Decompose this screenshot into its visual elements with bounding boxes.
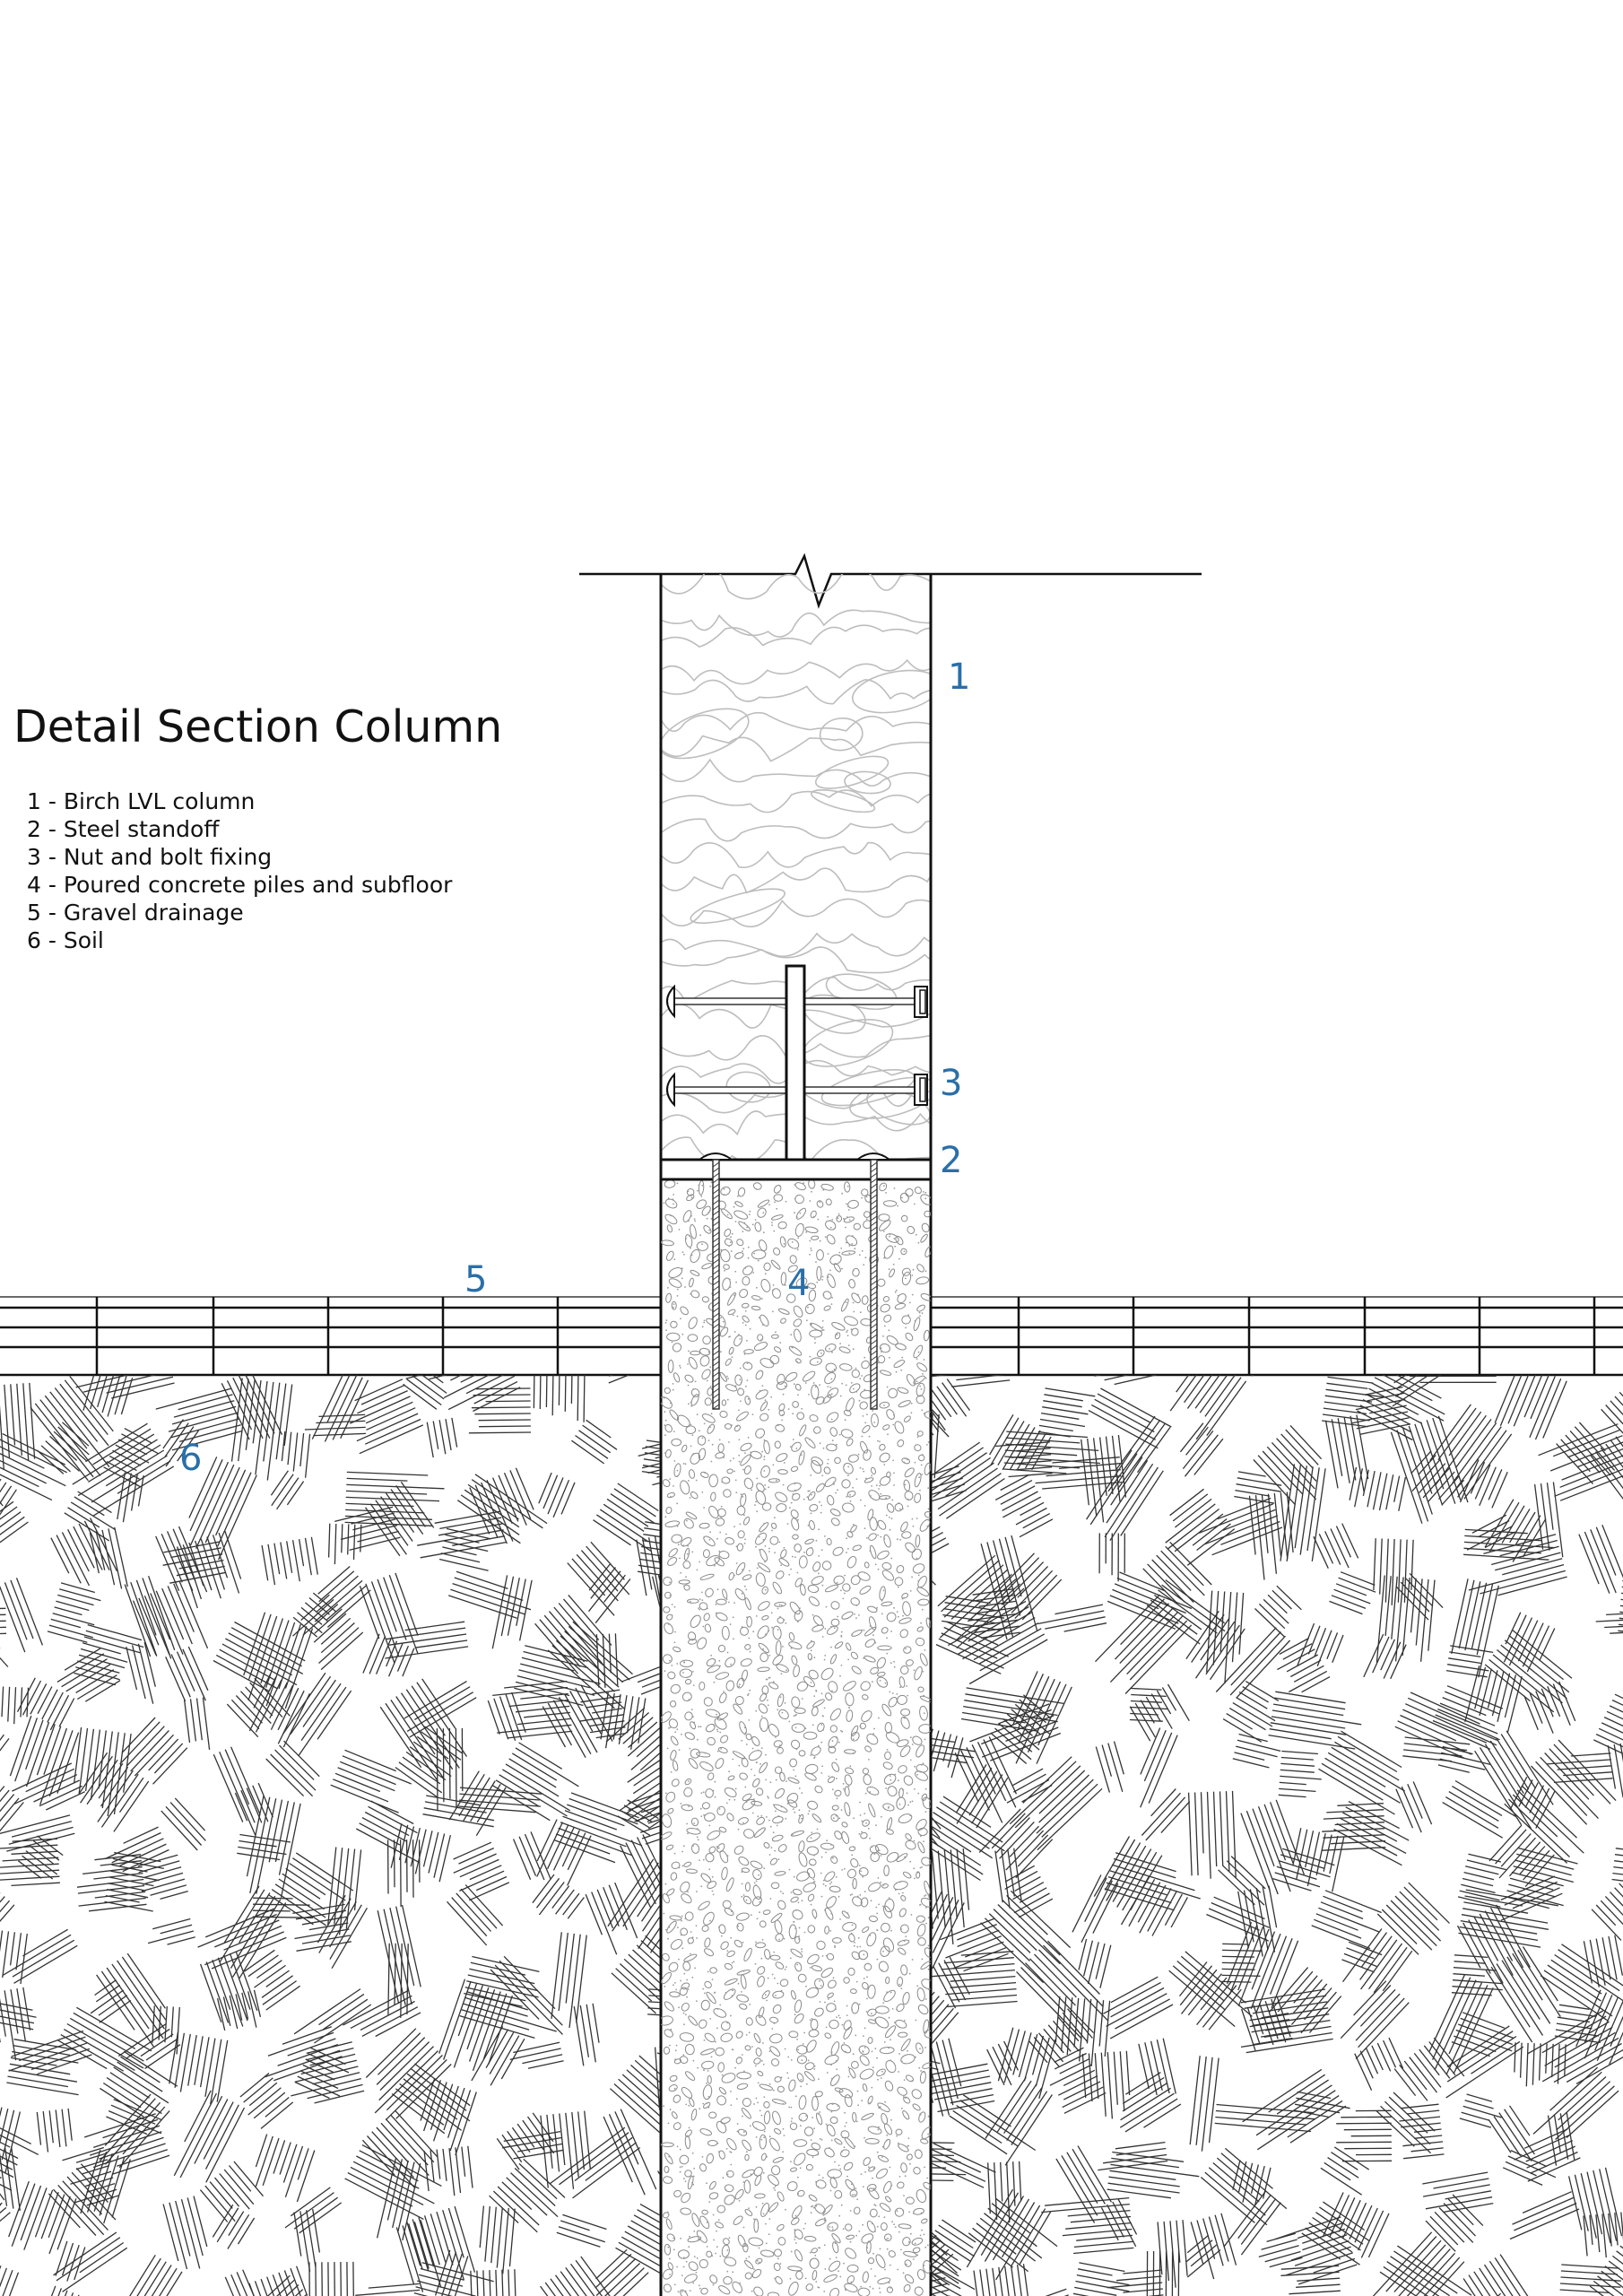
callout-4: 4 xyxy=(787,1263,811,1304)
legend-item-1: 1 - Birch LVL column xyxy=(27,788,256,814)
anchor-rod-right xyxy=(855,1152,892,1410)
concrete-texture xyxy=(661,1179,931,2296)
callout-2: 2 xyxy=(940,1140,963,1181)
diagram-title: Detail Section Column xyxy=(13,701,503,752)
soil-hatch-right xyxy=(932,1375,1623,2296)
legend-item-3: 3 - Nut and bolt fixing xyxy=(27,844,273,870)
wood-grain-texture xyxy=(661,574,931,1159)
callout-3: 3 xyxy=(940,1063,963,1104)
legend-item-6: 6 - Soil xyxy=(27,927,104,953)
legend-item-5: 5 - Gravel drainage xyxy=(27,900,244,926)
break-line xyxy=(579,552,1202,609)
callout-6: 6 xyxy=(179,1438,203,1479)
gravel-drainage-layer xyxy=(0,1296,1623,1377)
soil-hatch-left xyxy=(0,1375,660,2296)
standoff-web-overlay xyxy=(785,964,806,1161)
legend-item-4: 4 - Poured concrete piles and subfloor xyxy=(27,872,453,898)
anchor-rod-threads xyxy=(712,1161,878,1410)
callout-5: 5 xyxy=(464,1259,488,1300)
legend: 1 - Birch LVL column 2 - Steel standoff … xyxy=(27,787,452,954)
legend-item-2: 2 - Steel standoff xyxy=(27,816,220,842)
anchor-rod-left xyxy=(697,1152,734,1410)
callout-1: 1 xyxy=(948,657,971,698)
